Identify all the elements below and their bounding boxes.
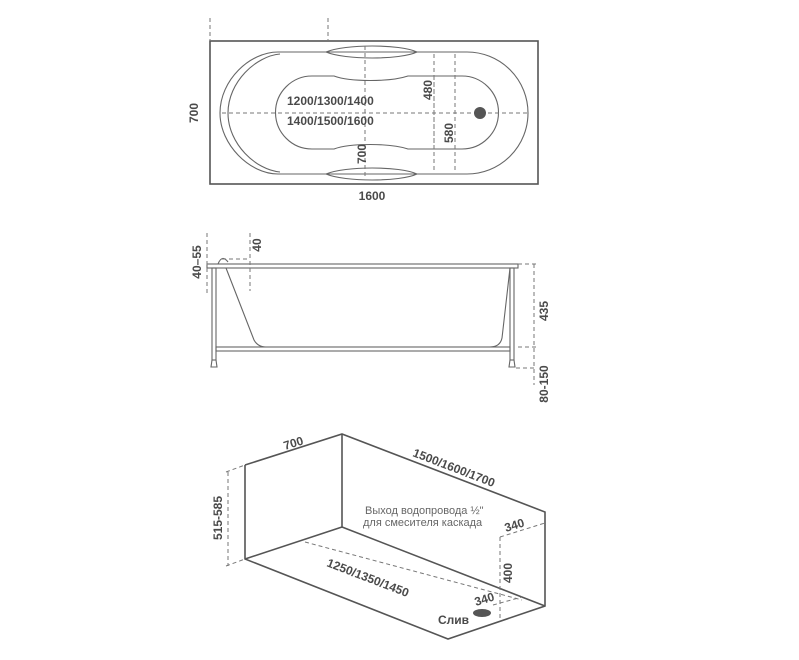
top-width-label: 700: [187, 103, 201, 123]
leg-height-label: 80-150: [537, 365, 551, 403]
rim-height-label: 40–55: [190, 245, 204, 279]
floor-length-label: 1250/1350/1450: [325, 556, 411, 600]
top-outline: [209, 40, 539, 185]
inner-width-label: 700: [355, 144, 369, 164]
top-view: 700 1600 1200/1300/1400 1400/1500/1600 7…: [187, 18, 539, 203]
iso-view: 700 1500/1600/1700 515-585 1250/1350/145…: [211, 433, 546, 640]
inner-length-label-2: 1400/1500/1600: [287, 114, 374, 128]
tub-body: [225, 267, 511, 348]
top-length-label: 1600: [359, 189, 386, 203]
frame-bar: [215, 346, 511, 352]
offset-340-bottom-label: 340: [473, 590, 497, 609]
iso-width-label: 700: [282, 434, 306, 453]
inner-basin: [275, 75, 499, 150]
lip-label: 40: [250, 238, 264, 252]
dim-580-label: 580: [442, 123, 456, 143]
pipe-note-line-1: Выход водопровода ½": [365, 505, 484, 517]
height-400-label: 400: [501, 563, 515, 583]
iso-length-label: 1500/1600/1700: [411, 446, 497, 490]
rim: [206, 263, 519, 269]
offset-340-top-label: 340: [503, 516, 527, 535]
outer-rim: [219, 51, 529, 175]
drain-hole-icon: [474, 107, 486, 119]
drain-label: Слив: [438, 613, 469, 627]
pipe-note-line-2: для смесителя каскада: [363, 517, 483, 529]
inner-length-label-1: 1200/1300/1400: [287, 94, 374, 108]
iso-height-label: 515-585: [211, 496, 225, 540]
depth-label: 435: [537, 301, 551, 321]
side-view: 40–55 40 435 80-150: [190, 233, 551, 403]
drain-icon: [473, 609, 491, 617]
dim-480-label: 480: [421, 80, 435, 100]
